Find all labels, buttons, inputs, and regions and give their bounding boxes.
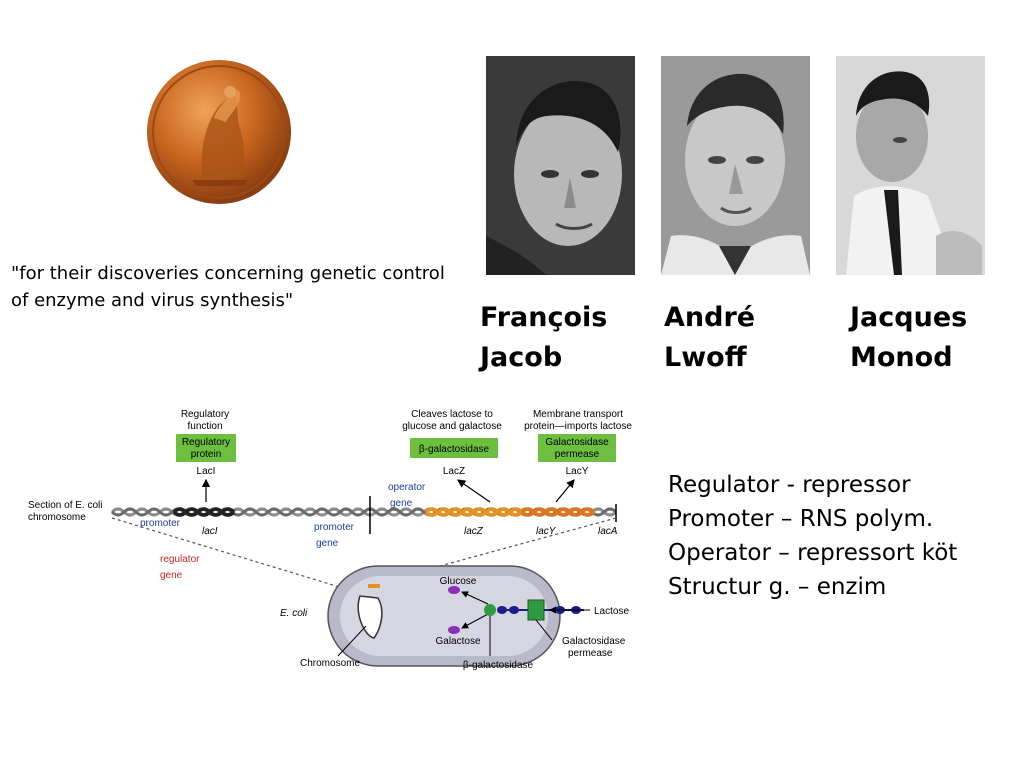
permease-pointer	[535, 619, 553, 641]
ecoli-label: E. coli	[280, 608, 308, 619]
beta-galactosidase-box-label: β-galactosidase	[419, 444, 490, 455]
summary-line-structural: Structur g. – enzim	[668, 574, 887, 600]
cleaves-caption-2: glucose and galactose	[402, 421, 502, 432]
permease-box	[538, 434, 616, 462]
permease-protein	[527, 599, 545, 621]
beta-galactosidase-enzyme	[484, 604, 496, 616]
lacy-arrow	[555, 479, 575, 503]
lactose-label: Lactose	[594, 606, 629, 617]
lacy-protein-label: LacY	[566, 466, 589, 477]
regulatory-function-caption-1: Regulatory	[181, 409, 229, 420]
glucose-molecule	[448, 586, 460, 594]
first-name: François	[480, 302, 608, 333]
lactose-chain-inside	[497, 606, 528, 614]
chromosome-pointer	[337, 625, 367, 657]
nobel-citation-quote: "for their discoveries concerning geneti…	[11, 263, 445, 311]
promoter-gene-label-2: gene	[316, 538, 339, 549]
last-name: Jacob	[480, 342, 563, 373]
operator-gene-label-1: operator	[388, 482, 426, 493]
beta-galactosidase-box	[410, 438, 498, 458]
regulatory-protein-label-2: protein	[191, 449, 222, 460]
lacy-gene-label: lacY	[536, 526, 557, 537]
cleaves-caption-1: Cleaves lactose to	[411, 409, 493, 420]
name-francois-jacob: François Jacob	[480, 298, 607, 378]
permease-box-label-2: permease	[555, 449, 600, 460]
ecoli-cytoplasm	[340, 576, 548, 656]
lacz-arrow	[457, 479, 491, 503]
portrait-lwoff	[661, 56, 810, 275]
regulatory-protein-label-1: Regulatory	[182, 437, 230, 448]
promoter-left-label: promoter	[140, 518, 181, 529]
portrait-jacob	[486, 56, 635, 275]
laci-gene-label: lacI	[202, 526, 218, 537]
dna-helix	[110, 496, 618, 534]
section-label-2: chromosome	[28, 512, 86, 523]
nobel-medal-image	[144, 58, 294, 206]
galactose-label: Galactose	[435, 636, 480, 647]
laci-protein-label: LacI	[197, 466, 216, 477]
glucose-arrow	[461, 591, 489, 605]
glucose-label: Glucose	[440, 576, 477, 587]
zoom-line-left	[111, 517, 357, 593]
transport-caption-1: Membrane transport	[533, 409, 623, 420]
regulator-gene-label-2: gene	[160, 570, 183, 581]
transport-caption-2: protein—imports lactose	[524, 421, 632, 432]
permease-box-label-1: Galactosidase	[545, 437, 609, 448]
laca-gene-label: lacA	[598, 526, 618, 537]
permease-label-1: Galactosidase	[562, 636, 626, 647]
galactose-arrow	[461, 613, 489, 629]
permease-label-2: permease	[568, 648, 613, 659]
summary-line-promoter: Promoter – RNS polym.	[668, 506, 934, 532]
portrait-monod	[836, 56, 985, 275]
beta-galactosidase-label: β-galactosidase	[463, 660, 534, 671]
chromosome-highlight	[368, 584, 380, 588]
operon-summary-list: Regulator - repressor Promoter – RNS pol…	[668, 468, 957, 604]
last-name: Monod	[850, 342, 953, 373]
name-jacques-monod: Jacques Monod	[850, 298, 967, 378]
chromosome-label: Chromosome	[300, 658, 360, 669]
regulator-gene-label-1: regulator	[160, 554, 200, 565]
name-andre-lwoff: André Lwoff	[664, 298, 755, 378]
lacz-gene-label: lacZ	[464, 526, 484, 537]
summary-line-operator: Operator – repressort köt	[668, 540, 958, 566]
lacz-protein-label: LacZ	[443, 466, 465, 477]
section-label-1: Section of E. coli	[28, 500, 102, 511]
lac-operon-diagram: Regulatory function Regulatory protein L…	[28, 400, 646, 678]
first-name: André	[664, 302, 756, 333]
first-name: Jacques	[850, 302, 968, 333]
promoter-gene-label-1: promoter	[314, 522, 355, 533]
galactose-molecule	[448, 626, 460, 634]
regulatory-function-caption-2: function	[187, 421, 222, 432]
last-name: Lwoff	[664, 342, 747, 373]
operator-gene-label-2: gene	[390, 498, 413, 509]
regulatory-protein-box	[176, 434, 236, 462]
summary-line-regulator: Regulator - repressor	[668, 472, 911, 498]
